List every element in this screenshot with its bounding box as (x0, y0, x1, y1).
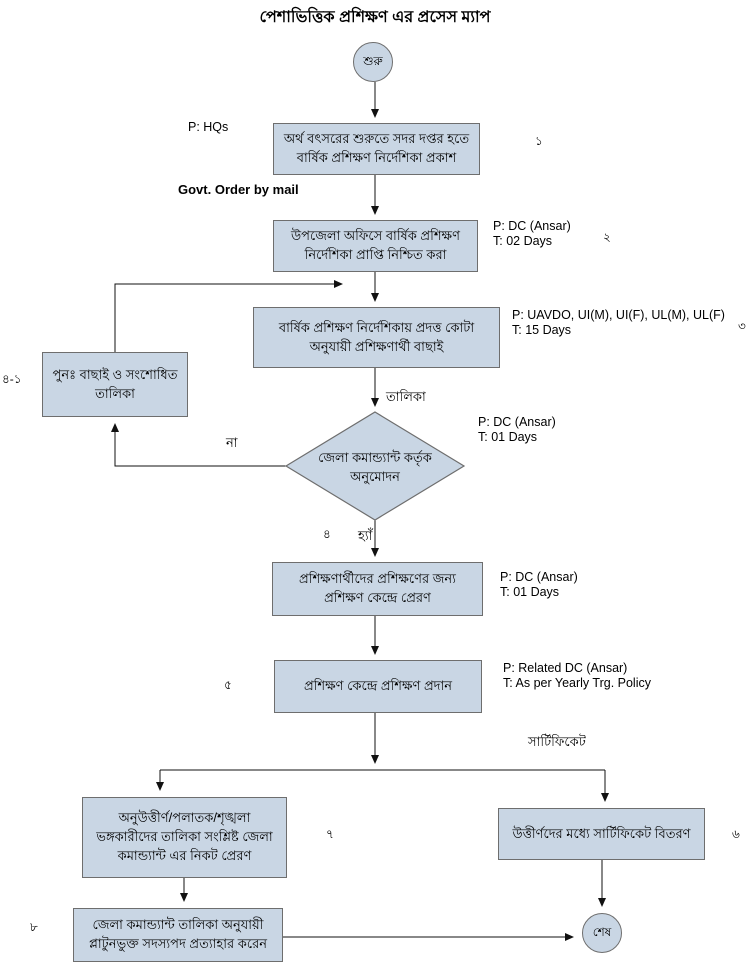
node-publish-guideline: অর্থ বৎসরের শুরুতে সদর দপ্তর হতে বার্ষিক… (273, 123, 480, 175)
step-number-6: ৬ (732, 827, 740, 841)
annotation-time: T: 01 Days (478, 429, 538, 444)
step-number-8: ৮ (30, 920, 38, 934)
edge-decision-no-to-revlist (111, 423, 286, 467)
annotation-step4: P: DC (Ansar) T: 01 Days (500, 570, 578, 600)
annotation-decision: P: DC (Ansar) T: 01 Days (478, 415, 556, 445)
edge-label-no: না (226, 435, 238, 450)
annotation-performer: P: DC (Ansar) (493, 219, 571, 233)
edge-label-yes: হ্যাঁ (358, 528, 373, 543)
node-distribute-certificates: উত্তীর্ণদের মধ্যে সার্টিফিকেট বিতরণ (498, 808, 705, 860)
node-start: শুরু (353, 42, 393, 82)
step-number-4: ৪ (323, 527, 331, 541)
step-number-4-1: ৪-১ (2, 372, 22, 386)
annotation-step5: P: Related DC (Ansar) T: As per Yearly T… (503, 661, 651, 691)
node-failed-list: অনুউত্তীর্ণ/পলাতক/শৃঙ্খলা ভঙ্গকারীদের তা… (82, 797, 287, 878)
annotation-performer: P: DC (Ansar) (478, 415, 556, 429)
node-send-to-center: প্রশিক্ষণার্থীদের প্রশিক্ষণের জন্য প্রশি… (272, 562, 483, 616)
step-number-1: ১ (535, 134, 543, 148)
edge-revlist-to-flow (114, 280, 343, 352)
step-number-2: ২ (603, 230, 611, 244)
step-number-5: ৫ (224, 678, 232, 692)
node-approval-decision: জেলা কমান্ড্যান্ট কর্তৃক অনুমোদন (318, 449, 432, 485)
node-provide-training: প্রশিক্ষণ কেন্দ্রে প্রশিক্ষণ প্রদান (274, 660, 482, 713)
annotation-performer: P: Related DC (Ansar) (503, 661, 628, 675)
annotation-time: T: 02 Days (493, 233, 553, 248)
annotation-time: T: 01 Days (500, 584, 560, 599)
annotation-time: T: As per Yearly Trg. Policy (503, 675, 651, 690)
edge-label-list: তালিকা (386, 389, 426, 404)
annotation-hq: P: HQs (188, 120, 229, 134)
node-withdraw-membership: জেলা কমান্ড্যান্ট তালিকা অনুযায়ী প্লাটু… (73, 908, 283, 962)
node-revised-list: পুনঃ বাছাই ও সংশোধিত তালিকা (42, 352, 188, 417)
decision-diamond-shape (284, 411, 466, 521)
annotation-performer: P: UAVDO, UI(M), UI(F), UL(M), UL(F) (512, 308, 725, 322)
step-number-7: ৭ (326, 827, 334, 841)
annotation-time: T: 15 Days (512, 322, 572, 337)
annotation-performer: P: DC (Ansar) (500, 570, 578, 584)
node-end: শেষ (582, 913, 622, 953)
edge-label-certificate: সার্টিফিকেট (528, 734, 586, 749)
annotation-step2: P: DC (Ansar) T: 02 Days (493, 219, 571, 249)
node-confirm-receipt: উপজেলা অফিসে বার্ষিক প্রশিক্ষণ নির্দেশিক… (273, 220, 478, 272)
annotation-step3: P: UAVDO, UI(M), UI(F), UL(M), UL(F) T: … (512, 308, 725, 338)
annotation-govt-order: Govt. Order by mail (178, 182, 299, 197)
node-select-trainees: বার্ষিক প্রশিক্ষণ নির্দেশিকায় প্রদত্ত ক… (253, 307, 500, 368)
page-title: পেশাভিত্তিক প্রশিক্ষণ এর প্রসেস ম্যাপ (259, 9, 491, 26)
step-number-3: ৩ (738, 319, 746, 333)
